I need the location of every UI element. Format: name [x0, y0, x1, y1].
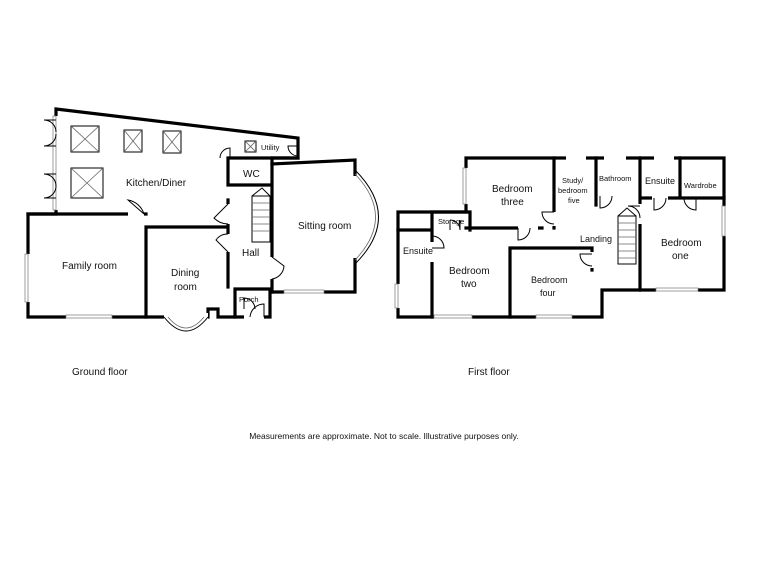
dining-room-label-line1: Dining	[171, 268, 199, 279]
kitchen-diner-label: Kitchen/Diner	[126, 178, 187, 189]
first-floor-stairs	[617, 207, 637, 265]
dining-room-label-line2: room	[174, 282, 197, 293]
bathroom-label: Bathroom	[599, 174, 632, 183]
bedroom-one-label-line1: Bedroom	[661, 238, 702, 249]
wc-label: WC	[243, 169, 260, 180]
study-label-line3: five	[568, 196, 580, 205]
bedroom-three-label-line2: three	[501, 197, 524, 208]
study-label-line1: Study/	[562, 176, 584, 185]
first-floor-door-swings	[431, 195, 697, 267]
skylights	[70, 125, 257, 199]
hall-label: Hall	[242, 248, 259, 259]
ground-floor-door-swings	[43, 119, 299, 318]
porch-label: Porch	[239, 295, 259, 304]
family-room-label: Family room	[62, 261, 117, 272]
first-floor-plan: Bedroom three Study/ bedroom five Bathro…	[394, 154, 728, 321]
study-label-line2: bedroom	[558, 186, 588, 195]
disclaimer-text: Measurements are approximate. Not to sca…	[249, 431, 519, 441]
ground-floor-caption: Ground floor	[72, 367, 128, 378]
bedroom-four-label-line1: Bedroom	[531, 275, 568, 285]
bedroom-one-label-line2: one	[672, 251, 689, 262]
ensuite-one-label: Ensuite	[645, 176, 675, 186]
ground-floor-interior-walls	[26, 156, 300, 319]
bedroom-four-label-line2: four	[540, 288, 556, 298]
ground-floor-plan: Kitchen/Diner Utility WC Sitting room Fa…	[24, 107, 379, 332]
storage-label: Storage	[438, 217, 464, 226]
utility-label: Utility	[261, 143, 280, 152]
sitting-room-label: Sitting room	[298, 221, 351, 232]
ground-floor-stairs	[251, 187, 271, 243]
landing-label: Landing	[580, 234, 612, 244]
bedroom-two-label-line2: two	[461, 279, 477, 290]
bedroom-three-label-line1: Bedroom	[492, 184, 533, 195]
wardrobe-label: Wardrobe	[684, 181, 717, 190]
ensuite-two-label: Ensuite	[403, 246, 433, 256]
bedroom-two-label-line1: Bedroom	[449, 266, 490, 277]
first-floor-caption: First floor	[468, 367, 510, 378]
